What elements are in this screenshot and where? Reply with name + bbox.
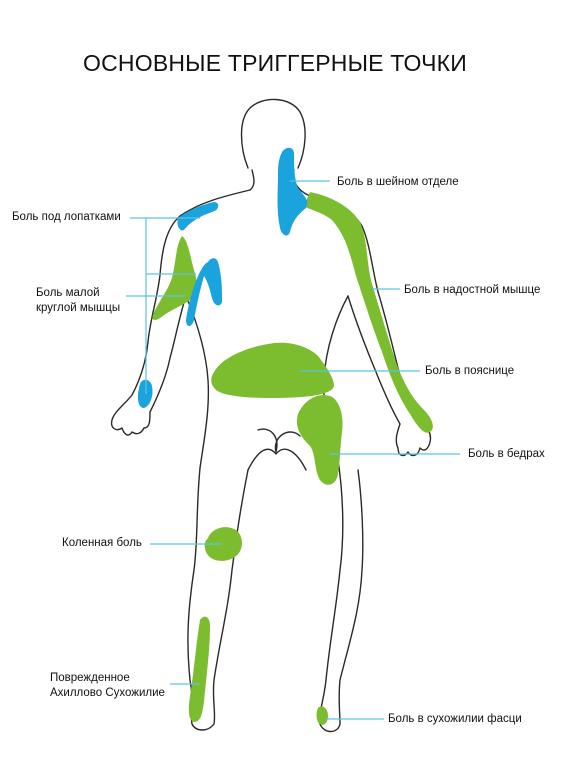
label-fascia: Боль в сухожилии фасци [388,713,522,725]
blue-zones [137,147,308,408]
rhomboid-zone [186,258,222,326]
label-hips: Боль в бедрах [468,448,545,460]
hip-zone [296,394,343,485]
head-outline [240,98,306,169]
label-achilles-line1: Поврежденное [50,672,130,684]
achilles-zone [188,616,210,722]
crotch-outline [247,448,307,471]
supraspinatus-zone [304,192,433,433]
label-lowback: Боль в пояснице [425,365,515,377]
torso-left-outline [185,295,210,469]
teres-zone [152,236,197,320]
diagram-title: ОСНОВНЫЕ ТРИГГЕРНЫЕ ТОЧКИ [83,50,467,76]
label-teres: Боль малой круглой мышцы [36,286,120,316]
neck-zone [277,147,308,236]
right-leg-outline [318,459,364,733]
fascia-zone [316,706,328,725]
label-knee: Коленная боль [62,537,142,549]
green-zones [152,192,433,725]
label-teres-line1: Боль малой [36,287,100,299]
neck-left-outline [249,169,255,191]
left-arm-outline [110,189,251,436]
label-teres-line2: круглой мышцы [36,302,121,314]
right-arm-outline [309,195,432,457]
label-scapula: Боль под лопатками [12,211,121,223]
body-outline [110,98,432,733]
label-neck: Боль в шейном отделе [337,176,459,188]
leader-lines [126,180,460,720]
lowback-zone [211,342,334,398]
forearm-zone [137,379,153,408]
left-leg-outline [187,467,249,731]
scapula-zone [177,202,219,231]
label-supraspinatus: Боль в надостной мышце [404,284,541,296]
label-achilles: Поврежденное Ахиллово Сухожилие [50,671,165,701]
knee-zone [204,527,242,561]
label-achilles-line2: Ахиллово Сухожилие [50,687,165,699]
buttocks-outline [257,428,301,453]
